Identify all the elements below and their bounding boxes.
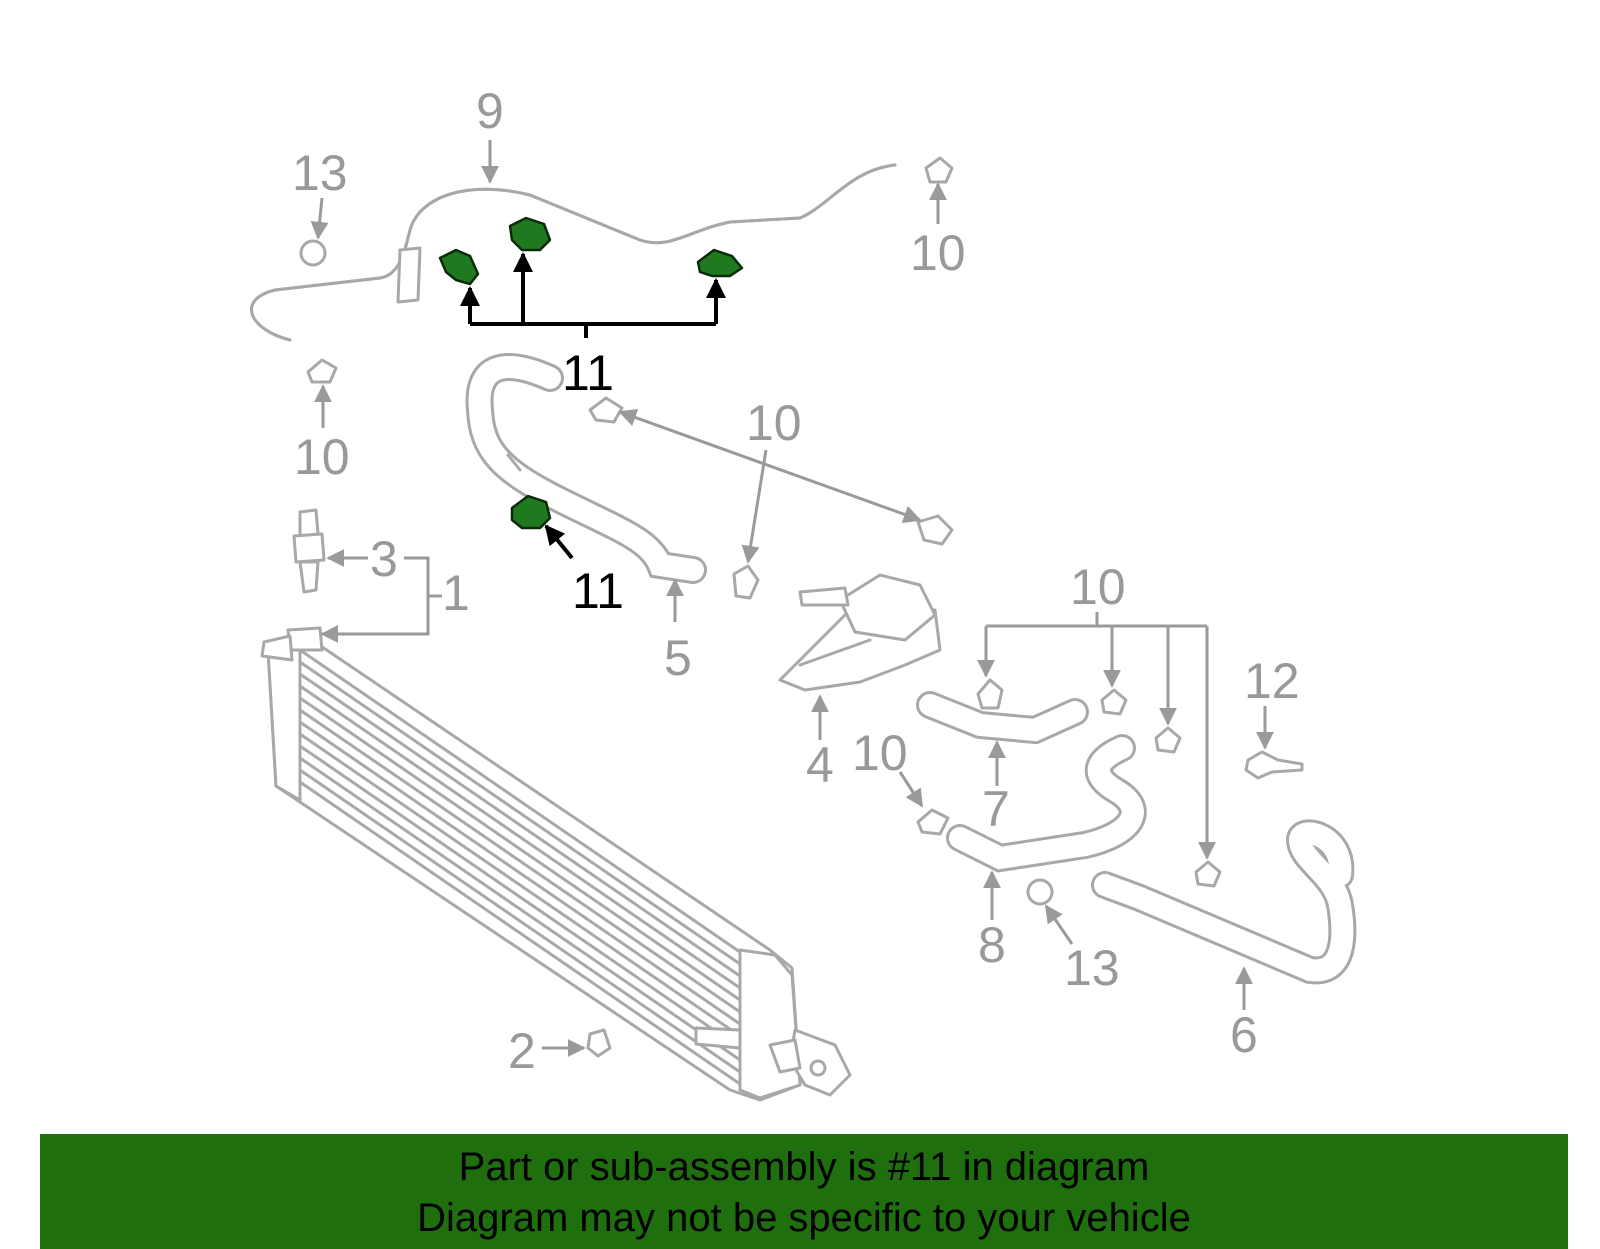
callout-2: 2 (508, 1023, 536, 1079)
oil-cooler-radiator (260, 626, 852, 1102)
callout-12: 12 (1244, 653, 1300, 709)
callout-9: 9 (476, 83, 504, 139)
reservoir-bracket (778, 573, 942, 692)
banner-disclaimer: Diagram may not be specific to your vehi… (417, 1196, 1191, 1240)
hose-clamp-10-left (306, 358, 338, 384)
callout-10-group: 10 (1070, 559, 1126, 615)
callout-6: 6 (1230, 1007, 1258, 1063)
leader-lines (310, 140, 1274, 1057)
hose-clamp-10-group-d (1194, 860, 1222, 888)
callout-10-left: 10 (294, 429, 350, 485)
hose-5 (465, 353, 707, 584)
hose-6 (1091, 819, 1357, 985)
drain-plug-2 (586, 1028, 612, 1058)
hose-8 (946, 734, 1147, 873)
callout-1: 1 (442, 565, 470, 621)
clip-11-highlighted-4 (510, 494, 552, 530)
clip-11-highlighted-3 (696, 248, 744, 278)
hose-clamp-10-lower-left (916, 808, 950, 836)
grommet-13-top (299, 239, 327, 267)
callout-labels: 9 13 10 10 10 3 1 5 4 10 12 10 7 8 13 6 … (292, 83, 1300, 1079)
hose-clamp-10-center (732, 564, 760, 600)
callout-13-top: 13 (292, 145, 348, 201)
callout-4: 4 (806, 737, 834, 793)
clip-11-highlighted-1 (438, 248, 480, 286)
callout-3: 3 (370, 531, 398, 587)
callout-11-bottom: 11 (572, 563, 624, 619)
hose-7 (916, 691, 1089, 745)
temperature-sensor (292, 508, 326, 594)
callout-10-top-right: 10 (910, 225, 966, 281)
hose-clamp-10-group-a (976, 678, 1004, 710)
hose-9 (250, 163, 897, 342)
banner-part-note: Part or sub-assembly is #11 in diagram (458, 1145, 1150, 1189)
callout-7: 7 (982, 781, 1010, 837)
hose-clamp-10-mid (588, 396, 624, 424)
hose-clamp-10-top-right (924, 156, 954, 184)
callout-8: 8 (978, 917, 1006, 973)
callout-10-center: 10 (746, 395, 802, 451)
callout-5: 5 (664, 630, 692, 686)
clamp-12 (1244, 750, 1304, 780)
hose-clamp-10-right-of-mid (916, 514, 954, 546)
callout-10-lower-left: 10 (852, 725, 908, 781)
callout-11-top: 11 (562, 345, 614, 401)
info-banner: Part or sub-assembly is #11 in diagram D… (40, 1134, 1568, 1249)
callout-13-bottom: 13 (1064, 940, 1120, 996)
grommet-13-bottom (1026, 878, 1054, 906)
clip-11-highlighted-2 (508, 216, 552, 252)
hose-clamp-10-group-b (1100, 688, 1128, 716)
hose-clamp-10-group-c (1154, 726, 1182, 754)
